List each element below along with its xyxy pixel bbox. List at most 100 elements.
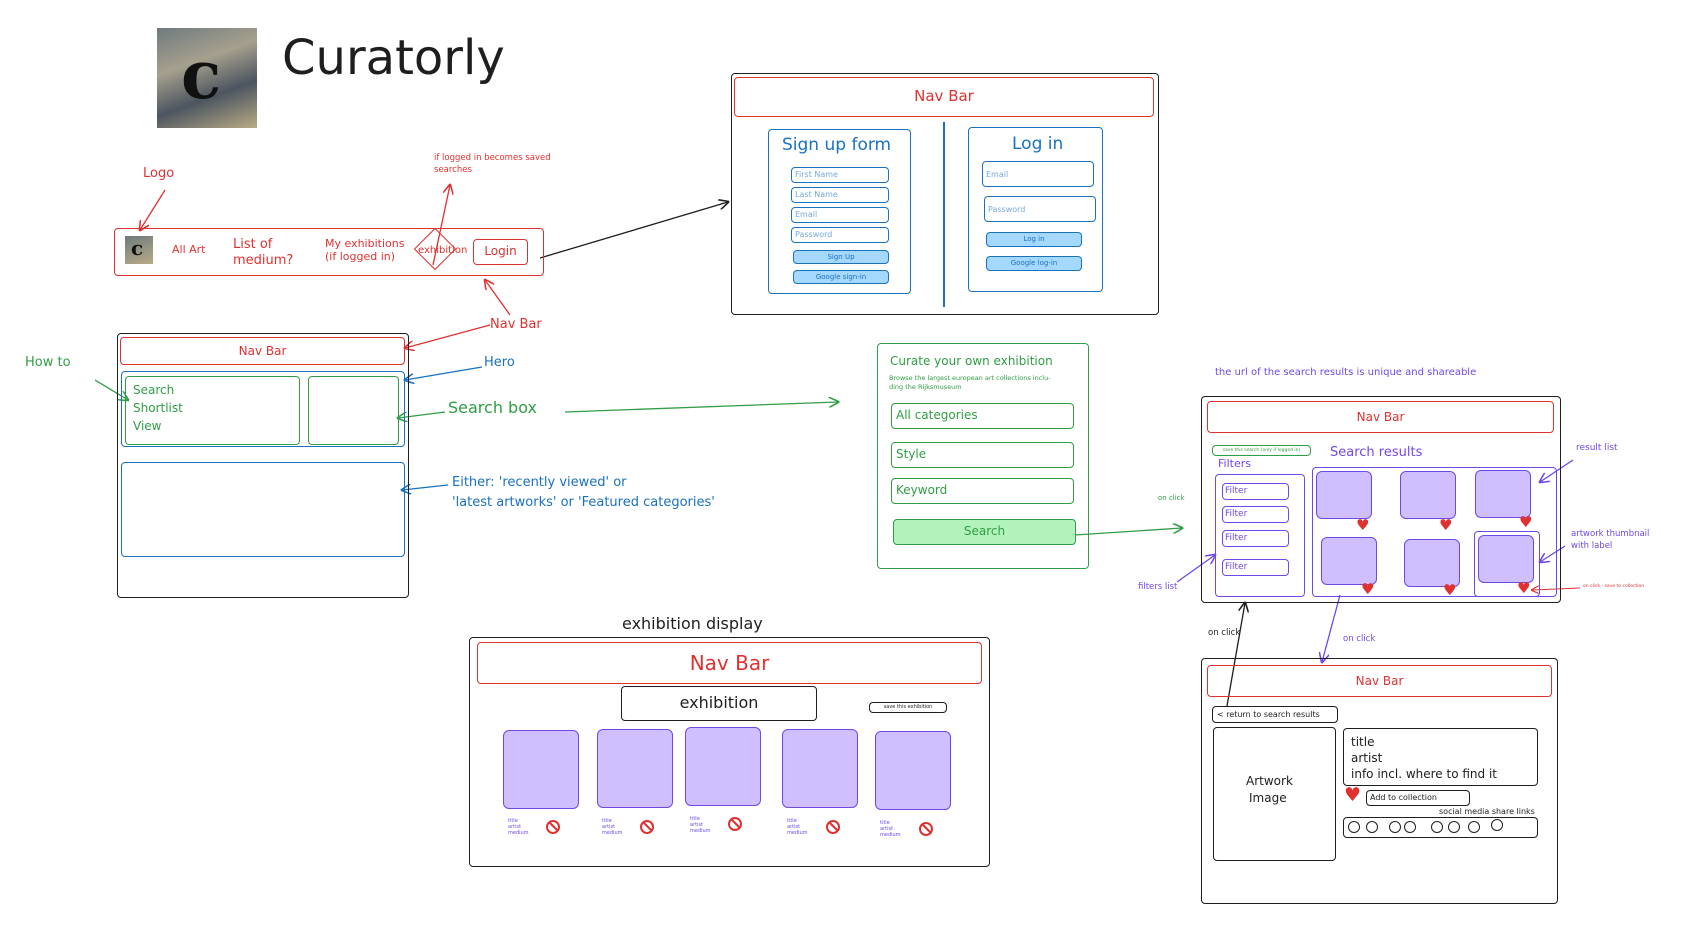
exhibition-artwork[interactable] bbox=[782, 729, 858, 808]
share-icon[interactable] bbox=[1468, 821, 1480, 833]
exhibition-title-box: exhibition bbox=[621, 686, 817, 721]
nav-list-of-medium[interactable]: List of medium? bbox=[233, 237, 293, 269]
keyword-input[interactable]: Keyword bbox=[891, 478, 1074, 504]
artwork-image-label: Artwork Image bbox=[1246, 773, 1293, 807]
nav-login-button[interactable]: Login bbox=[473, 239, 528, 265]
exhibition-artwork[interactable] bbox=[685, 727, 761, 806]
share-icon[interactable] bbox=[1404, 821, 1416, 833]
to-searchbox-arrow bbox=[564, 402, 838, 413]
signup-panel: Sign up form First Name Last Name Email … bbox=[768, 129, 911, 294]
searchbox-arrow bbox=[398, 411, 446, 418]
google-login-button[interactable]: Google log-in bbox=[986, 256, 1082, 271]
howto-list: Search Shortlist View bbox=[133, 381, 183, 435]
logo-arrow bbox=[140, 189, 166, 230]
nav-exhibition-label: exhibition bbox=[418, 245, 468, 256]
remove-icon[interactable] bbox=[826, 820, 840, 834]
result-list-annotation: result list bbox=[1576, 443, 1618, 453]
login-email-field[interactable]: Email bbox=[982, 161, 1094, 187]
favorite-heart-icon[interactable]: ♥ bbox=[1344, 784, 1362, 806]
remove-icon[interactable] bbox=[728, 817, 742, 831]
favorite-heart-icon[interactable]: ♥ bbox=[1356, 516, 1370, 534]
result-thumbnail[interactable] bbox=[1400, 471, 1456, 519]
share-icon[interactable] bbox=[1491, 819, 1503, 831]
search-button[interactable]: Search bbox=[893, 519, 1076, 545]
remove-icon[interactable] bbox=[546, 820, 560, 834]
howto-box: Search Shortlist View bbox=[125, 376, 300, 445]
result-thumbnail[interactable] bbox=[1475, 470, 1531, 518]
artwork-label-line-1: Artwork bbox=[1246, 774, 1293, 788]
add-to-collection-button[interactable]: Add to collection bbox=[1366, 790, 1470, 806]
exhibition-display-label: exhibition display bbox=[622, 614, 763, 633]
google-signin-button[interactable]: Google sign-in bbox=[793, 270, 889, 284]
save-exhibition-button[interactable]: save this exhibition bbox=[869, 702, 947, 713]
social-label: social media share links bbox=[1439, 807, 1535, 816]
share-icon[interactable] bbox=[1389, 821, 1401, 833]
first-name-field[interactable]: First Name bbox=[791, 167, 889, 183]
howto-shortlist: Shortlist bbox=[133, 401, 183, 415]
exhibition-artwork[interactable] bbox=[503, 730, 579, 809]
signup-button[interactable]: Sign Up bbox=[793, 250, 889, 264]
save-search-button[interactable]: save this search (only if logged in) bbox=[1212, 445, 1311, 456]
filter-item[interactable]: Filter bbox=[1222, 506, 1289, 523]
back-to-results-arrow bbox=[1226, 603, 1245, 707]
nav-all-art[interactable]: All Art bbox=[172, 243, 206, 256]
filter-item[interactable]: Filter bbox=[1222, 483, 1289, 500]
either-arrow bbox=[402, 485, 449, 490]
howto-view: View bbox=[133, 419, 162, 433]
url-annotation: the url of the search results is unique … bbox=[1215, 367, 1477, 378]
signup-password-field[interactable]: Password bbox=[791, 227, 889, 243]
on-click-annotation-2: on click bbox=[1208, 628, 1241, 638]
search-results-heading: Search results bbox=[1330, 445, 1423, 460]
style-select[interactable]: Style bbox=[891, 442, 1074, 468]
result-thumbnail[interactable] bbox=[1321, 537, 1377, 585]
navbar-logo-icon: c bbox=[125, 236, 153, 264]
exhibition-artwork[interactable] bbox=[597, 729, 673, 808]
result-thumbnail[interactable] bbox=[1316, 471, 1372, 519]
hero-annotation: Hero bbox=[484, 355, 515, 370]
thumbnail-with-label[interactable]: ♥ bbox=[1474, 531, 1540, 597]
favorite-heart-icon[interactable]: ♥ bbox=[1361, 580, 1375, 598]
share-icon[interactable] bbox=[1448, 821, 1460, 833]
category-select[interactable]: All categories bbox=[891, 403, 1074, 429]
nav-medium-line-1: List of bbox=[233, 237, 273, 252]
favorite-heart-icon[interactable]: ♥ bbox=[1517, 579, 1531, 597]
filters-list-annotation: filters list bbox=[1138, 582, 1178, 592]
login-panel: Log in Email Password Log in Google log-… bbox=[968, 127, 1103, 292]
saved-search-arrow bbox=[432, 185, 450, 266]
either-line-1: Either: 'recently viewed' or bbox=[452, 475, 627, 490]
filter-item[interactable]: Filter bbox=[1222, 559, 1289, 576]
home-navbar: Nav Bar bbox=[120, 337, 405, 365]
logo-letter: c bbox=[181, 36, 222, 114]
filter-item[interactable]: Filter bbox=[1222, 530, 1289, 547]
share-icon[interactable] bbox=[1431, 821, 1443, 833]
favorite-heart-icon[interactable]: ♥ bbox=[1519, 513, 1533, 531]
favorite-heart-icon[interactable]: ♥ bbox=[1439, 516, 1453, 534]
remove-icon[interactable] bbox=[640, 820, 654, 834]
login-password-field[interactable]: Password bbox=[984, 196, 1096, 222]
nav-my-exhibitions[interactable]: My exhibitions (if logged in) bbox=[325, 237, 404, 263]
subtitle-line-2: ding the Rijksmuseum bbox=[889, 383, 962, 391]
hero-search-box[interactable] bbox=[308, 376, 399, 445]
search-box-mockup: Curate your own exhibition Browse the la… bbox=[877, 343, 1089, 569]
signup-title: Sign up form bbox=[782, 135, 892, 155]
favorite-heart-icon[interactable]: ♥ bbox=[1443, 581, 1457, 599]
signup-email-field[interactable]: Email bbox=[791, 207, 889, 223]
home-featured-section bbox=[121, 462, 405, 557]
navbar-logo-letter: c bbox=[131, 236, 144, 260]
result-list: ♥ ♥ ♥ ♥ ♥ ♥ bbox=[1312, 467, 1557, 599]
thumbnail-annotation-line-2: with label bbox=[1571, 541, 1613, 551]
result-thumbnail[interactable] bbox=[1404, 539, 1460, 587]
auth-screen: Nav Bar Sign up form First Name Last Nam… bbox=[731, 73, 1159, 315]
return-link[interactable]: < return to search results bbox=[1212, 706, 1338, 723]
either-annotation: Either: 'recently viewed' or 'latest art… bbox=[452, 473, 715, 513]
share-icon[interactable] bbox=[1366, 821, 1378, 833]
detail-screen: Nav Bar < return to search results Artwo… bbox=[1201, 658, 1558, 904]
exhibition-artwork[interactable] bbox=[875, 731, 951, 810]
share-icon[interactable] bbox=[1348, 821, 1360, 833]
last-name-field[interactable]: Last Name bbox=[791, 187, 889, 203]
remove-icon[interactable] bbox=[919, 822, 933, 836]
login-button[interactable]: Log in bbox=[986, 232, 1082, 247]
howto-annotation: How to bbox=[25, 355, 71, 370]
